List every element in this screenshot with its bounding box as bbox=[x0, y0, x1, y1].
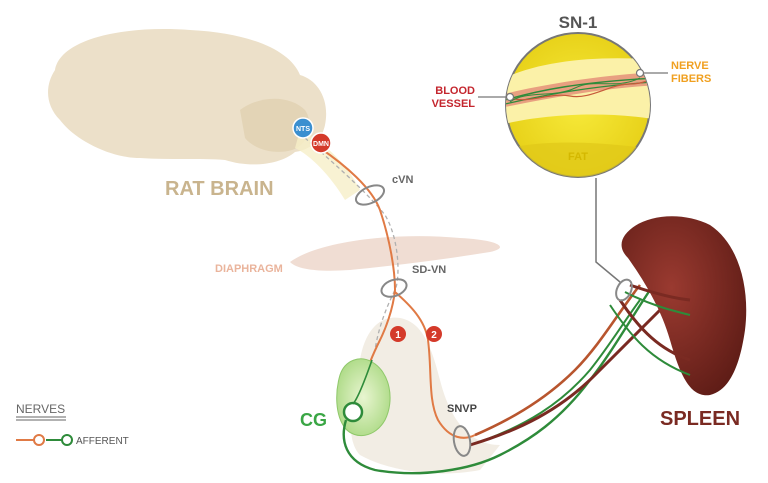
cg-label: CG bbox=[300, 410, 327, 430]
nts-label: NTS bbox=[296, 126, 310, 133]
sn1-electrode-ring bbox=[615, 278, 633, 302]
afferent-vagus-dashed bbox=[304, 137, 399, 351]
legend-title: NERVES bbox=[16, 402, 65, 416]
sn1-fat-label: FAT bbox=[568, 151, 588, 163]
cg-neuron bbox=[342, 401, 364, 423]
rat-brain-label: RAT BRAIN bbox=[165, 178, 274, 200]
sdvn-electrode-ring bbox=[380, 278, 408, 298]
nerve-fibers-label-1: NERVE bbox=[671, 60, 709, 72]
spleen: SPLEEN bbox=[609, 216, 747, 430]
spleen-label: SPLEEN bbox=[660, 408, 740, 430]
blood-vessel-label-1: BLOOD bbox=[435, 85, 475, 97]
nerve-fibers-label-2: FIBERS bbox=[671, 73, 711, 85]
diaphragm-shape bbox=[290, 236, 500, 271]
legend-efferent-symbol bbox=[33, 434, 45, 446]
efferent-vagus-path-2 bbox=[394, 291, 476, 439]
nerve-fibers-dot bbox=[635, 68, 645, 78]
celiac-ganglion: CG bbox=[300, 358, 391, 436]
legend-afferent-label: AFFERENT bbox=[76, 436, 129, 447]
splenic-vessel-path bbox=[469, 308, 662, 447]
sn1-fiber-3 bbox=[509, 77, 650, 101]
cvn-label: cVN bbox=[392, 174, 413, 186]
diaphragm-label: DIAPHRAGM bbox=[215, 263, 283, 275]
diaphragm: DIAPHRAGM bbox=[215, 236, 500, 275]
sn1-title: SN-1 bbox=[559, 13, 598, 32]
marker-1-label: 1 bbox=[395, 330, 401, 341]
afferent-main-path bbox=[342, 289, 651, 475]
sdvn-label: SD-VN bbox=[412, 264, 446, 276]
cerebellum-shape bbox=[240, 98, 310, 152]
spleen-branch-2 bbox=[609, 304, 691, 376]
nts-marker: NTS bbox=[292, 117, 314, 139]
spleen-shape bbox=[621, 216, 747, 396]
marker-2-label: 2 bbox=[431, 330, 437, 341]
cvn-electrode-ring bbox=[354, 184, 386, 206]
dmn-label: DMN bbox=[313, 141, 329, 148]
efferent-splenic-path bbox=[474, 284, 642, 437]
marker-1: 1 bbox=[390, 326, 406, 342]
rat-brain: RAT BRAIN bbox=[48, 29, 360, 200]
abdominal-region bbox=[350, 317, 500, 474]
snvp-label: SNVP bbox=[447, 403, 477, 415]
spleen-branch-4 bbox=[629, 283, 691, 302]
sn1-connector bbox=[595, 178, 621, 283]
afferent-cg-link bbox=[352, 359, 373, 405]
legend-afferent-symbol bbox=[61, 434, 73, 446]
efferent-vagus-path-1 bbox=[319, 147, 397, 401]
dmn-marker: DMN bbox=[310, 132, 332, 154]
afferent-splenic-path bbox=[484, 299, 641, 441]
spleen-branch-3 bbox=[624, 291, 691, 316]
blood-vessel-dot bbox=[505, 92, 515, 102]
sn1-magnifier: SN-1 FAT BLOOD VESSEL NERVE FIBERS bbox=[432, 13, 711, 178]
nerves-legend: NERVES AFFERENT bbox=[16, 402, 129, 447]
sn1-lower-fat bbox=[506, 142, 650, 177]
sn1-fiber-1 bbox=[506, 77, 650, 101]
spleen-branch-1 bbox=[618, 299, 691, 362]
blood-vessel-label-2: VESSEL bbox=[432, 98, 476, 110]
sn1-fiber-4 bbox=[509, 77, 641, 103]
snvp-electrode-ring bbox=[452, 425, 472, 457]
marker-2: 2 bbox=[426, 326, 442, 342]
